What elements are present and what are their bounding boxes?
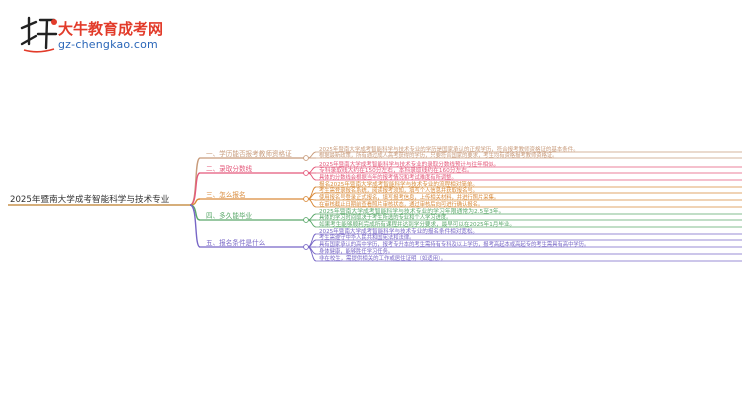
edge-root-to-branch [189, 172, 201, 206]
leaf-label: 在审核截止日期前查看照片审核状态，通过审核后向可进行确认报名。 [319, 200, 483, 208]
edge-branch-to-leaf [307, 166, 317, 174]
leaf-label: 2025年暨南大学成考智能科学与技术专业的报名条件相对宽松。 [319, 227, 478, 235]
edge-root-to-branch [189, 204, 201, 248]
mind-map-nodes: 一、学历能否报考教师资格证 2025年暨南大学成考智能科学与技术专业的学历是国家承… [206, 145, 589, 262]
logo-url: gz-chengkao.com [58, 38, 158, 51]
leaf-label: 2025年暨南大学成考智能科学与技术专业的录取分数线预计与往年相似。 [319, 160, 499, 168]
leaf-label: 报名2025年暨南大学成考智能科学与技术专业的流程相对简单。 [319, 180, 478, 188]
branch-collapse-handle[interactable] [303, 170, 309, 176]
branch-label: 一、学历能否报考教师资格证 [206, 149, 292, 158]
edge-branch-to-leaf [307, 213, 317, 221]
branch-label: 五、报名条件是什么 [206, 238, 266, 247]
leaf-label: 考生需遵守中华人民共和国宪法和法律。 [319, 233, 414, 241]
leaf-label: 根据最新政策，所有通过成人高考获得的学历，只要符合国家的要求，考生均有资格报考教… [319, 151, 558, 159]
leaf-label: 非在校生，需提供相关的工作或居住证明（如适用）。 [319, 254, 446, 262]
mind-map-edges [189, 151, 742, 262]
logo-mark-icon [20, 16, 58, 53]
branch-label: 四、多久能毕业 [206, 211, 253, 220]
leaf-label: 具体的学习时间取决于考生所选的专业和个人学习进度。 [319, 213, 452, 221]
branch-collapse-handle[interactable] [303, 244, 309, 250]
edge-branch-to-leaf [307, 172, 317, 181]
leaf-label: 具有国家承认的高中学历，报考专升本的考生需持有专科及以上学历，报考高起本或高起专… [319, 240, 589, 248]
leaf-label: 考生需登录报名系统，阅读报考须知，填写个人信息并获取报名号。 [319, 186, 478, 194]
branch-collapse-handle[interactable] [303, 217, 309, 223]
edge-branch-to-leaf [307, 151, 317, 159]
site-logo[interactable]: 大牛教育成考网 gz-chengkao.com [18, 14, 178, 54]
leaf-label: 2025年暨南大学成考智能科学与技术专业的学历是国家承认的正规学历，符合报考教师… [319, 145, 579, 153]
logo-title: 大牛教育成考网 [58, 20, 164, 38]
root-node: 2025年暨南大学成考智能科学与技术专业 [8, 193, 190, 206]
edge-branch-to-leaf [307, 219, 317, 228]
edge-branch-to-leaf [307, 198, 317, 208]
branch-collapse-handle[interactable] [303, 155, 309, 161]
branch-label: 三、怎么报名 [206, 190, 246, 199]
leaf-label: 具体的分数线会根据当年的报考情况和考试难度有所调整。 [319, 173, 457, 181]
leaf-label: 如果考生能够顺利完成所有课程并达到学分要求，最早可以在2025年1月毕业。 [319, 220, 515, 228]
branch-collapse-handle[interactable] [303, 196, 309, 202]
leaf-label: 使用报名号登录正式报名，填写报考信息，上传相关材料，并进行照片采集。 [319, 193, 499, 201]
leaf-label: 2025年暨南大学成考智能科学与技术专业的学习年限通常为2.5至3年。 [319, 207, 505, 215]
leaf-label: 身体健康，能够胜任学习任务。 [319, 247, 393, 255]
branch-label: 二、录取分数线 [206, 164, 253, 173]
edge-branch-to-leaf [307, 246, 317, 262]
root-label: 2025年暨南大学成考智能科学与技术专业 [10, 193, 170, 205]
leaf-label: 专科录取线大约在150分左右，本科录取线约在160分左右。 [319, 166, 473, 174]
